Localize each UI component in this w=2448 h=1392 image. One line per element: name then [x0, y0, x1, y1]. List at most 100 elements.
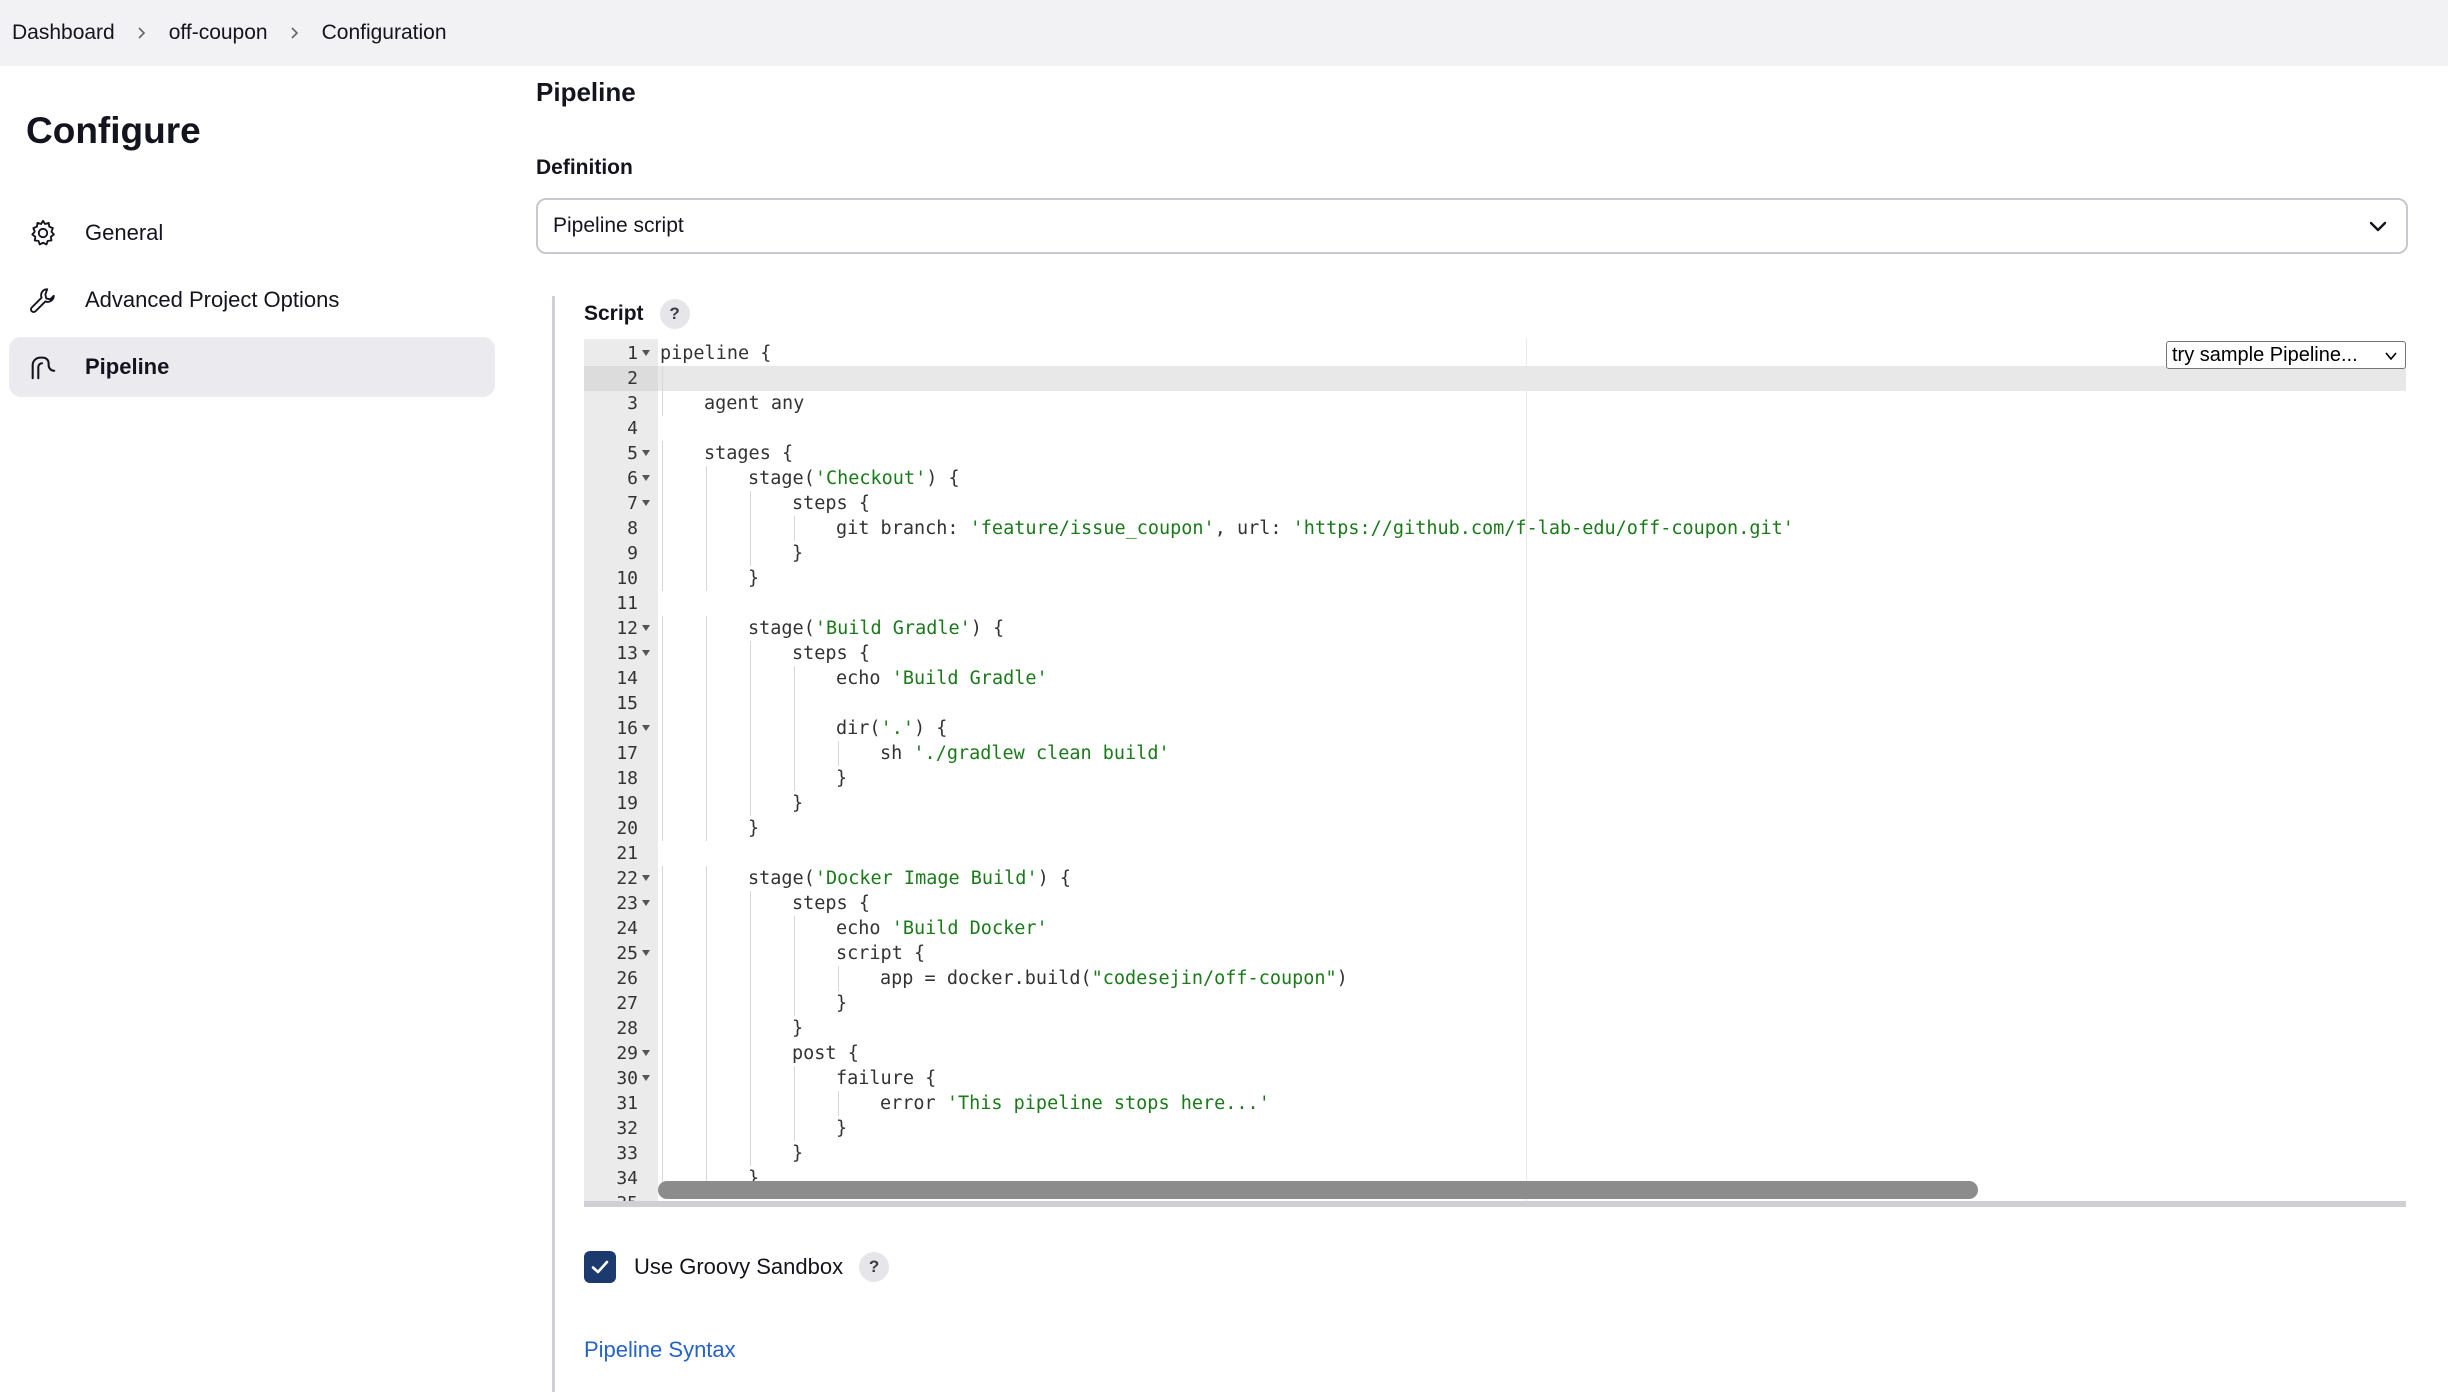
chevron-right-icon — [268, 0, 322, 66]
indent-guide — [706, 566, 707, 591]
indent-guide — [662, 1066, 663, 1091]
definition-select-value: Pipeline script — [553, 214, 684, 237]
pipeline-syntax-link[interactable]: Pipeline Syntax — [584, 1337, 736, 1362]
code-line: 19} — [584, 791, 2406, 816]
fold-arrow-icon[interactable] — [642, 725, 650, 731]
fold-arrow-icon[interactable] — [642, 950, 650, 956]
scrollbar-thumb[interactable] — [658, 1181, 1978, 1199]
code-token: failure { — [836, 1068, 937, 1089]
indent-guide — [750, 1066, 751, 1091]
groovy-sandbox-checkbox[interactable] — [584, 1251, 616, 1283]
line-number: 22 — [616, 868, 638, 889]
line-number: 30 — [616, 1068, 638, 1089]
fold-arrow-icon[interactable] — [642, 900, 650, 906]
sidebar-item-general[interactable]: General — [9, 203, 495, 263]
code-text: echo 'Build Docker' — [836, 916, 1048, 941]
sidebar-item-advanced-project-options[interactable]: Advanced Project Options — [9, 270, 495, 330]
fold-arrow-icon[interactable] — [642, 350, 650, 356]
line-number: 7 — [627, 493, 638, 514]
breadcrumb-job[interactable]: off-coupon — [168, 21, 268, 44]
code-text: } — [748, 816, 759, 841]
code-text: error 'This pipeline stops here...' — [880, 1091, 1270, 1116]
indent-guide — [750, 991, 751, 1016]
code-line: 15 — [584, 691, 2406, 716]
page-title: Configure — [26, 110, 201, 151]
code-token: stage( — [748, 468, 815, 489]
code-token: ) { — [926, 468, 960, 489]
section-indent-bar — [552, 296, 555, 1392]
breadcrumb-configuration[interactable]: Configuration — [321, 21, 447, 44]
line-number: 6 — [627, 468, 638, 489]
groovy-sandbox-label: Use Groovy Sandbox — [634, 1254, 844, 1279]
indent-guide — [706, 1141, 707, 1166]
indent-guide — [706, 991, 707, 1016]
code-line: 34} — [584, 1166, 2406, 1191]
code-token: app = docker.build( — [880, 968, 1092, 989]
fold-arrow-icon[interactable] — [642, 500, 650, 506]
indent-guide — [794, 666, 795, 691]
indent-guide — [706, 941, 707, 966]
code-token: stage( — [748, 618, 815, 639]
indent-guide — [750, 691, 751, 716]
fold-arrow-icon[interactable] — [642, 1050, 650, 1056]
breadcrumb-dashboard[interactable]: Dashboard — [12, 21, 115, 44]
indent-guide — [750, 916, 751, 941]
code-line: 11 — [584, 591, 2406, 616]
indent-guide — [706, 516, 707, 541]
indent-guide — [662, 866, 663, 891]
fold-arrow-icon[interactable] — [642, 1075, 650, 1081]
code-text: git branch: 'feature/issue_coupon', url:… — [836, 516, 1794, 541]
fold-arrow-icon[interactable] — [642, 650, 650, 656]
groovy-sandbox-option: Use Groovy Sandbox ? — [584, 1251, 890, 1283]
script-label-text: Script — [584, 302, 644, 325]
indent-guide — [750, 1141, 751, 1166]
sidebar-item-pipeline[interactable]: Pipeline — [9, 337, 495, 397]
indent-guide — [750, 891, 751, 916]
check-icon — [591, 1260, 609, 1274]
fold-arrow-icon[interactable] — [642, 475, 650, 481]
indent-guide — [662, 491, 663, 516]
code-text: agent any — [704, 391, 804, 416]
code-token: agent any — [704, 393, 805, 414]
line-number: 19 — [616, 793, 638, 814]
fold-arrow-icon[interactable] — [642, 450, 650, 456]
string-literal: 'Build Gradle' — [814, 618, 971, 639]
code-token: } — [836, 1118, 848, 1139]
code-token: stage( — [748, 868, 815, 889]
indent-guide — [750, 641, 751, 666]
indent-guide — [706, 641, 707, 666]
indent-guide — [706, 541, 707, 566]
line-number: 3 — [627, 393, 638, 414]
line-number: 13 — [616, 643, 638, 664]
script-help-button[interactable]: ? — [659, 299, 690, 329]
indent-guide — [706, 716, 707, 741]
fold-arrow-icon[interactable] — [642, 625, 650, 631]
indent-guide — [706, 1041, 707, 1066]
code-token: stages { — [704, 443, 794, 464]
sandbox-help-button[interactable]: ? — [859, 1252, 890, 1282]
indent-guide — [750, 791, 751, 816]
fold-arrow-icon[interactable] — [642, 875, 650, 881]
line-number: 11 — [616, 593, 638, 614]
pipeline-icon — [27, 351, 59, 383]
line-number: 26 — [616, 968, 638, 989]
code-token: steps { — [792, 643, 870, 664]
indent-guide — [662, 716, 663, 741]
definition-select[interactable]: Pipeline script — [536, 198, 2408, 254]
indent-guide — [662, 566, 663, 591]
horizontal-scrollbar[interactable] — [658, 1179, 2406, 1201]
indent-guide — [794, 916, 795, 941]
try-sample-pipeline-value: try sample Pipeline... — [2172, 343, 2358, 366]
indent-guide — [706, 1166, 707, 1191]
try-sample-pipeline-select[interactable]: try sample Pipeline... — [2166, 341, 2406, 369]
code-token: dir( — [836, 718, 881, 739]
code-token: pipeline { — [660, 343, 772, 364]
